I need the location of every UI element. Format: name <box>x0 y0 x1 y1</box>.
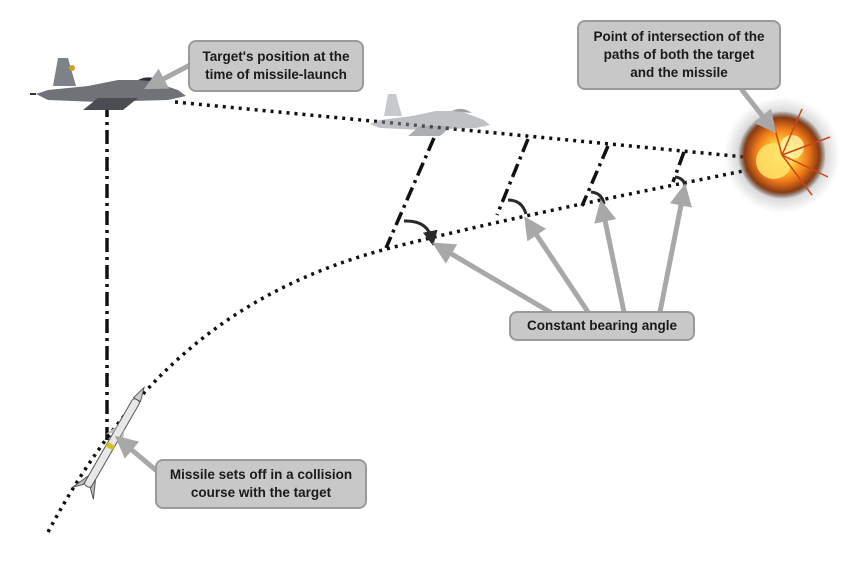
callout-missile-line1: Missile sets off in a collision <box>169 467 353 482</box>
callout-missile-line2: course with the target <box>190 485 332 500</box>
line-of-sight-4 <box>671 151 686 183</box>
bearing-angle-arcs <box>403 175 687 246</box>
callout-launch-line1: Target's position at the <box>202 49 350 64</box>
explosion-icon <box>724 97 840 213</box>
fighter-jet-icon <box>370 94 490 136</box>
line-of-sight-lines <box>105 103 686 440</box>
callout-intersection-line3: and the missile <box>630 65 728 80</box>
line-of-sight-3 <box>580 145 610 207</box>
arrow-missile <box>114 435 161 475</box>
arrow-bearing-4 <box>657 183 692 315</box>
callout-constant-bearing: Constant bearing angle <box>509 311 695 341</box>
arrow-bearing-3 <box>594 199 627 315</box>
missile-icon <box>72 385 145 500</box>
target-path <box>174 100 756 160</box>
callout-bearing-text: Constant bearing angle <box>526 318 678 333</box>
callout-launch-position: Target's position at the time of missile… <box>188 40 364 92</box>
line-of-sight-2 <box>495 138 530 216</box>
arrow-bearing-2 <box>524 216 591 315</box>
fighter-jet-icon <box>30 58 186 110</box>
arrow-bearing-1 <box>432 242 553 315</box>
bearing-arc-3 <box>590 190 606 205</box>
bearing-arc-1 <box>403 219 438 246</box>
callout-arrows <box>114 62 777 475</box>
callout-launch-line2: time of missile-launch <box>205 67 347 82</box>
arrow-intersection <box>739 87 777 134</box>
arrow-launch <box>144 62 193 90</box>
callout-intersection-line2: paths of both the target <box>603 47 755 62</box>
line-of-sight-1 <box>384 137 436 249</box>
bearing-arc-2 <box>507 198 528 215</box>
callout-missile-launch: Missile sets off in a collision course w… <box>155 459 367 509</box>
callout-intersection-line1: Point of intersection of the <box>593 29 765 44</box>
callout-intersection-point: Point of intersection of the paths of bo… <box>577 20 781 90</box>
